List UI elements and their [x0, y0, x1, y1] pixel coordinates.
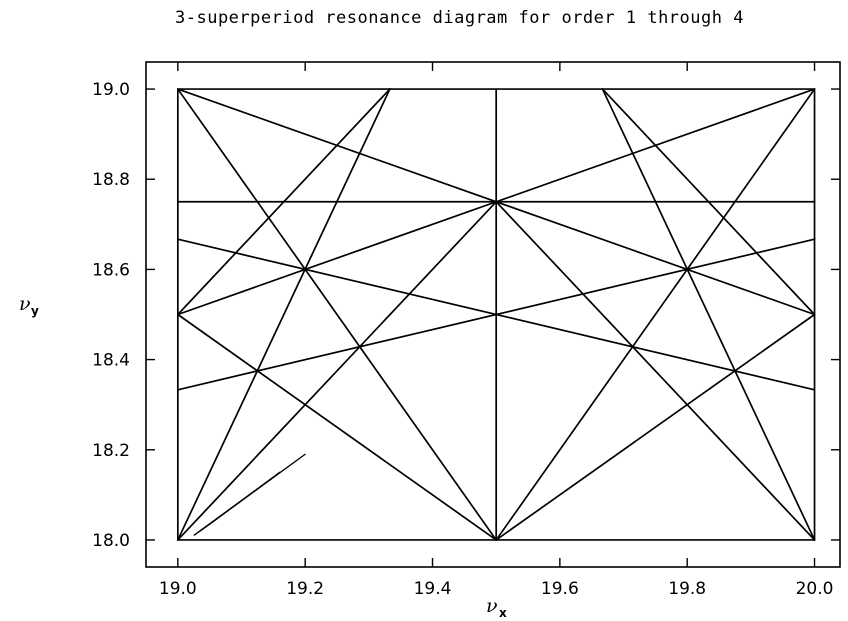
resonance-line-19 — [176, 200, 498, 541]
y-axis-label: ν y — [19, 293, 39, 318]
y-axis-label-symbol: ν — [19, 293, 31, 315]
resonance-line-17 — [176, 313, 498, 541]
x-tick-label: 19.8 — [668, 579, 706, 599]
resonance-line-15 — [601, 88, 816, 541]
x-tick-label: 19.4 — [414, 579, 452, 599]
resonance-line-16 — [601, 88, 816, 316]
chart-title: 3-superperiod resonance diagram for orde… — [175, 8, 744, 28]
resonance-line-7 — [176, 88, 498, 541]
resonance-line-20 — [495, 200, 816, 541]
resonance-line-12 — [176, 238, 816, 391]
x-tick-label: 19.2 — [286, 579, 324, 599]
y-axis-label-subscript: y — [31, 304, 39, 318]
x-tick-label: 19.6 — [541, 579, 579, 599]
resonance-line-13 — [176, 88, 391, 316]
y-tick-label: 18.2 — [92, 441, 130, 461]
working-point-group — [193, 453, 306, 536]
resonance-lines — [176, 88, 816, 541]
resonance-line-8 — [495, 88, 816, 541]
plot-frame — [145, 61, 841, 568]
y-tick-label: 18.6 — [92, 260, 130, 280]
y-tick-label: 18.4 — [92, 351, 130, 371]
y-tick-label: 18.0 — [92, 531, 130, 551]
x-axis-label: ν x — [486, 595, 507, 620]
axis-ticks: 19.0 19.2 19.4 19.6 19.8 20.0 18.0 18.2 18.4 18.6… — [92, 62, 840, 599]
x-tick-label: 20.0 — [796, 579, 834, 599]
x-axis-label-symbol: ν — [486, 595, 498, 617]
y-tick-label: 18.8 — [92, 170, 130, 190]
y-tick-label: 19.0 — [92, 80, 130, 100]
x-axis-label-subscript: x — [499, 606, 507, 620]
x-tick-label: 19.0 — [159, 579, 197, 599]
resonance-line-14 — [176, 88, 391, 541]
resonance-line-18 — [495, 313, 816, 541]
working-point-inner — [199, 471, 281, 532]
